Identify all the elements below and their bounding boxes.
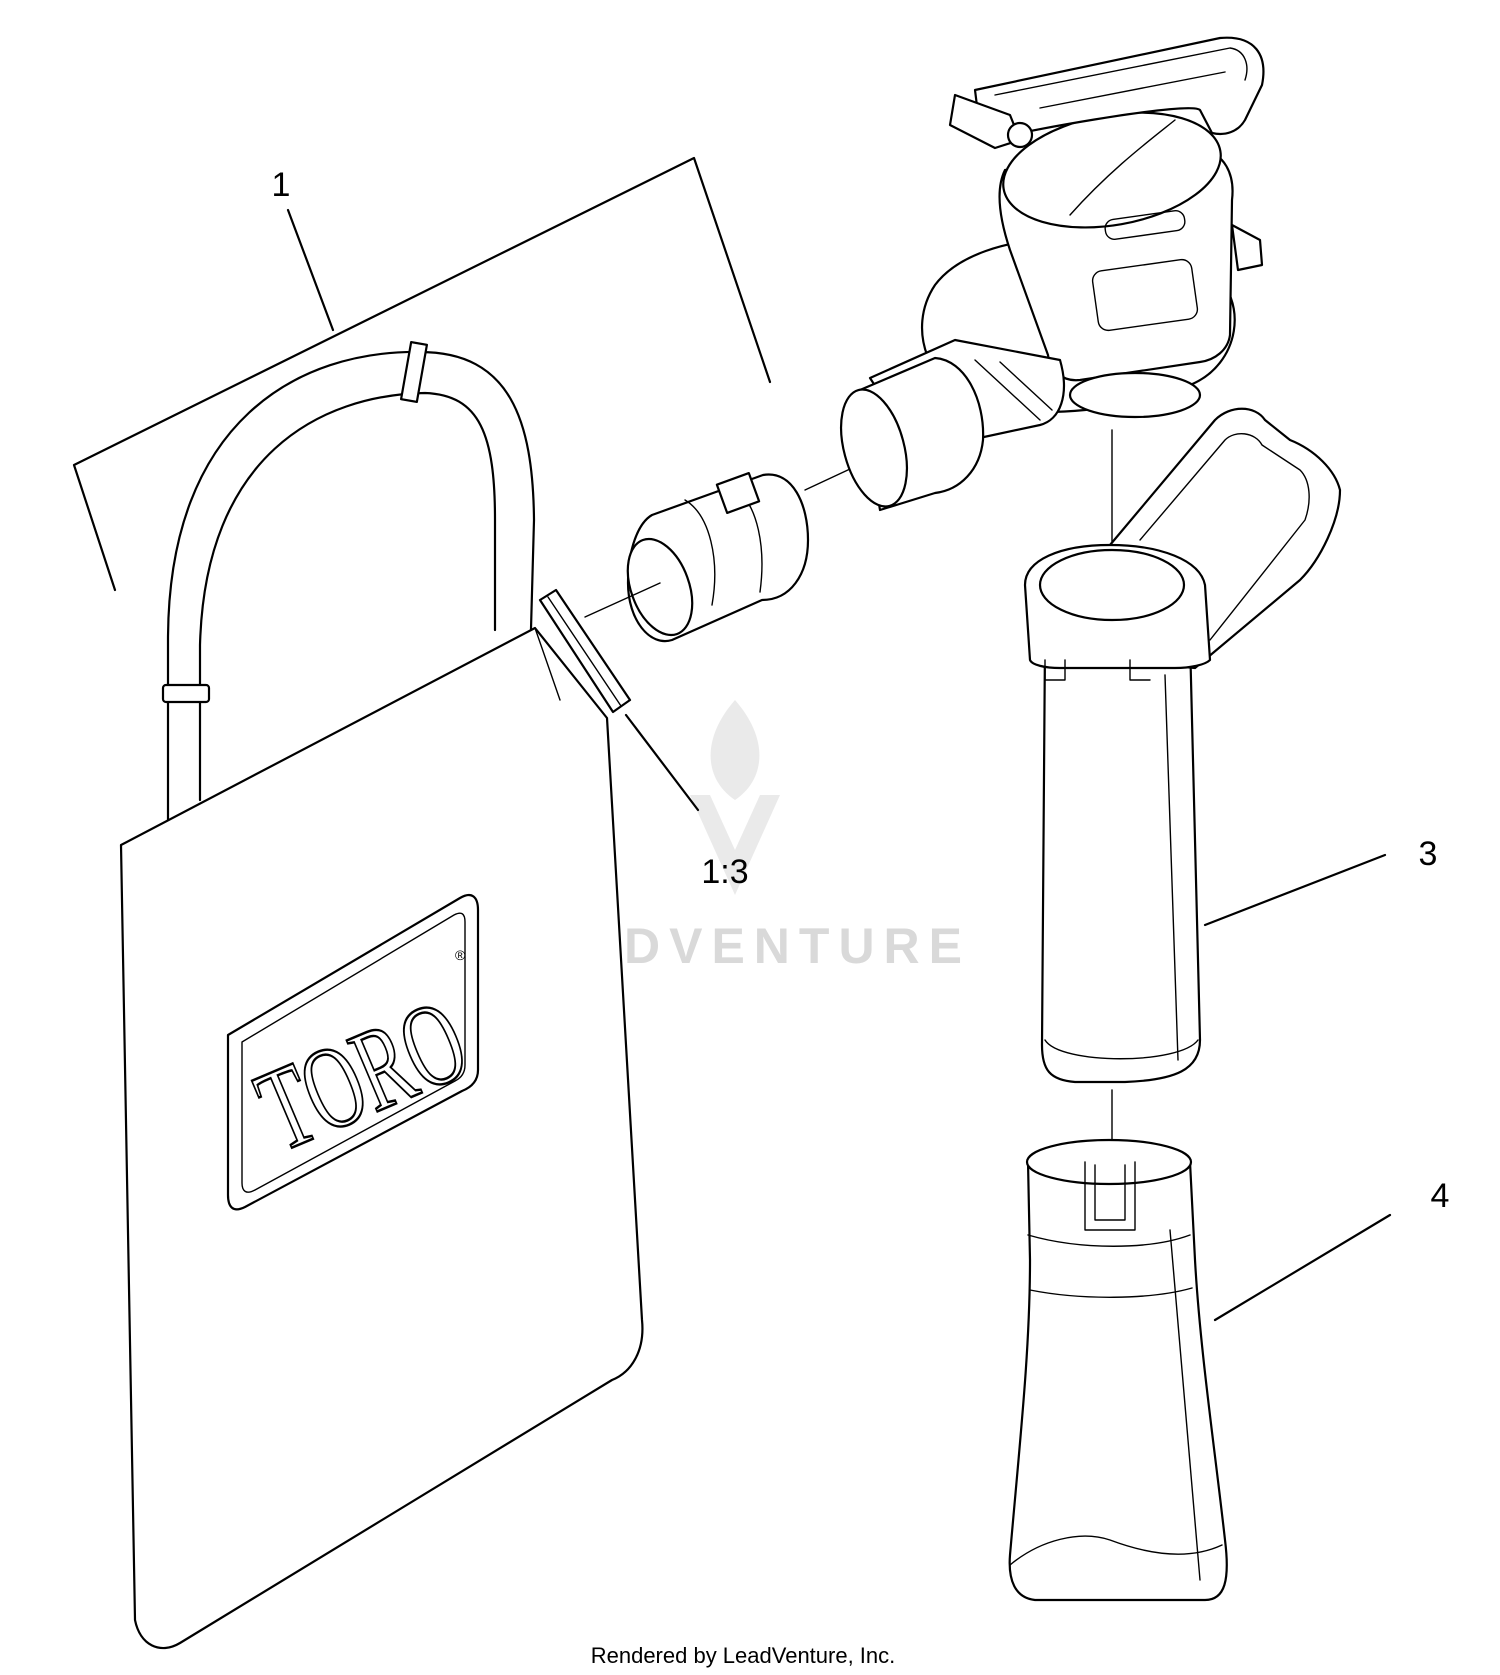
- watermark-flame-logo: [690, 700, 780, 895]
- blower-intake: [1068, 371, 1202, 419]
- blower-pivot: [1006, 121, 1034, 149]
- bag-body: [119, 626, 644, 1650]
- callout-1-bracket: [72, 156, 772, 592]
- callout-1: 1: [72, 156, 772, 592]
- blower-trigger-switch[interactable]: [948, 93, 1022, 150]
- callout-3-label: 3: [1419, 835, 1438, 873]
- callout-3-leader: [1203, 853, 1387, 927]
- callout-1-label: 1: [272, 166, 291, 204]
- vacuum-nozzle: [1008, 1138, 1228, 1602]
- adapter-opening: [626, 537, 694, 637]
- callout-4: 4: [1213, 1177, 1450, 1322]
- logo-registered-mark: ®: [455, 947, 466, 963]
- bag-strap-outer: [166, 350, 536, 822]
- vacuum-tube-body: [1040, 638, 1202, 1084]
- blower-vent-panel: [1091, 258, 1199, 332]
- blower-unit: [840, 36, 1265, 512]
- logo-plate-outer: [226, 893, 480, 1211]
- blower-vent-slot: [1104, 209, 1186, 241]
- logo-plate-inner: [241, 912, 466, 1193]
- bag-adapter: [626, 471, 810, 643]
- callout-4-leader: [1213, 1213, 1392, 1322]
- vacuum-tube-top-opening: [1038, 548, 1186, 622]
- callout-4-label: 4: [1431, 1177, 1450, 1215]
- callout-1-3-label: 1:3: [701, 853, 748, 891]
- adapter-latch: [715, 471, 761, 515]
- callout-3: 3: [1203, 835, 1438, 927]
- blower-handle: [973, 36, 1265, 142]
- bag-assembly: TORO ®: [119, 340, 644, 1650]
- callout-1-leader: [286, 208, 335, 332]
- blower-outlet-opening: [840, 388, 908, 508]
- vacuum-nozzle-body: [1008, 1160, 1228, 1602]
- bag-seam: [534, 627, 561, 701]
- strap-clip-side: [161, 683, 211, 704]
- vacuum-tube: [1023, 407, 1342, 1084]
- footer-credit: Rendered by LeadVenture, Inc.: [591, 1643, 896, 1668]
- bag-strap-inner: [198, 391, 497, 802]
- blower-side-clip: [1230, 223, 1264, 272]
- callout-1-3-leader: [624, 713, 700, 812]
- callout-1-3: 1:3: [624, 713, 749, 891]
- vacuum-nozzle-top-opening: [1025, 1138, 1193, 1186]
- strap-clip-top: [399, 340, 429, 404]
